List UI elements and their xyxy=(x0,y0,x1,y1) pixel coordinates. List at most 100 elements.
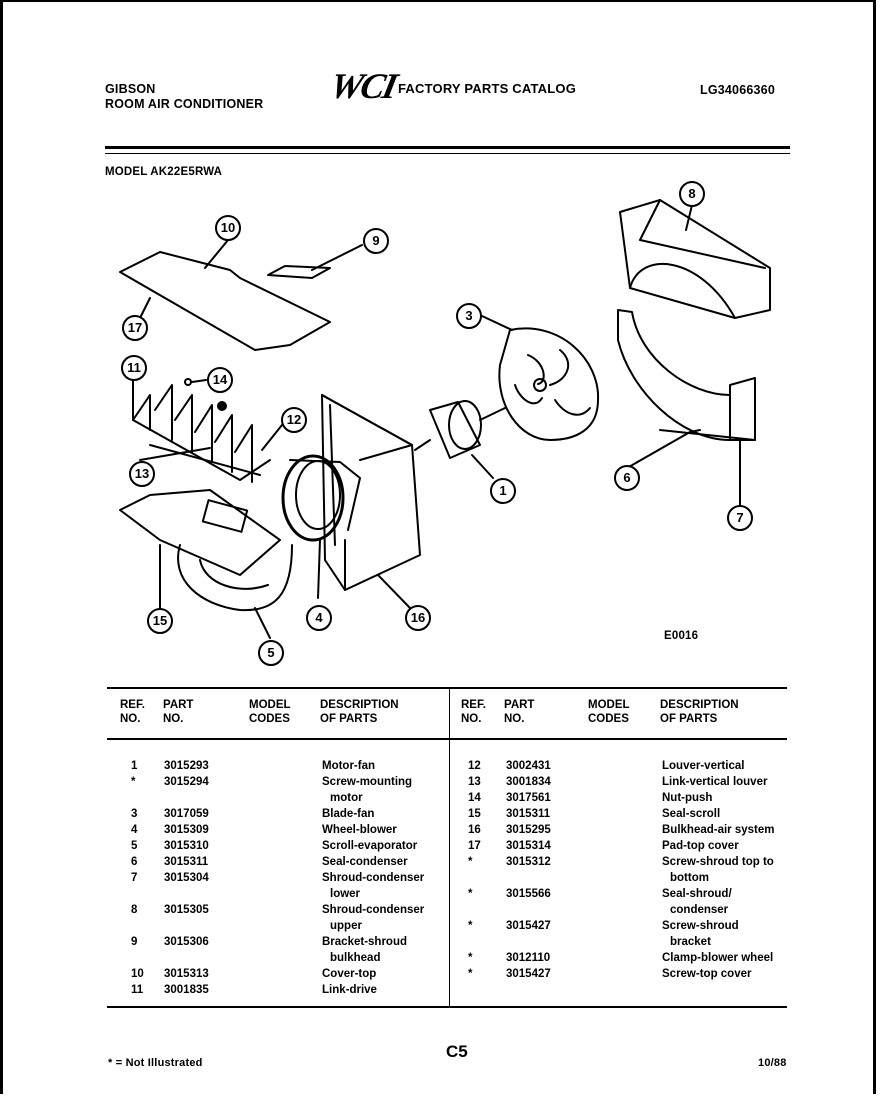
model-line: MODEL AK22E5RWA xyxy=(105,166,223,178)
leader-12 xyxy=(261,424,283,451)
part-description: bulkhead xyxy=(330,952,381,964)
part-description: Link-drive xyxy=(322,984,377,996)
part-no: 3015304 xyxy=(164,872,209,884)
ref-no: 11 xyxy=(131,984,144,996)
part-no: 3015305 xyxy=(164,904,209,916)
ref-no: * xyxy=(468,952,473,964)
part-no: 3017561 xyxy=(506,792,551,804)
part-description: motor xyxy=(330,792,363,804)
header-desc-1: DESCRIPTION xyxy=(660,699,739,711)
part-no: 3015566 xyxy=(506,888,551,900)
leader-10 xyxy=(204,239,229,269)
ref-no: 15 xyxy=(468,808,481,820)
ref-no: 3 xyxy=(131,808,138,820)
part-no: 3015293 xyxy=(164,760,209,772)
ref-no: 6 xyxy=(131,856,138,868)
header-model-2: CODES xyxy=(588,713,629,725)
table-row: lower xyxy=(0,886,360,902)
callout-6: 6 xyxy=(614,465,640,491)
table-row: motor xyxy=(0,790,363,806)
ref-no: 10 xyxy=(131,968,144,980)
table-row: 1 3015293 Motor-fan xyxy=(0,758,375,774)
part-fan-blade xyxy=(481,315,600,441)
ref-no: 12 xyxy=(468,760,481,772)
table-row: bottom xyxy=(0,870,709,886)
header-part-2: NO. xyxy=(163,713,184,725)
callout-14: 14 xyxy=(207,367,233,393)
part-no: 3017059 xyxy=(164,808,209,820)
part-no: 3015309 xyxy=(164,824,209,836)
callout-13: 13 xyxy=(129,461,155,487)
ref-no: 16 xyxy=(468,824,481,836)
ref-no: * xyxy=(468,856,473,868)
header-ref-1: REF. xyxy=(120,699,145,711)
part-no: 3015295 xyxy=(506,824,551,836)
part-no: 3012110 xyxy=(506,952,551,964)
ref-no: 5 xyxy=(131,840,138,852)
header-model-1: MODEL xyxy=(249,699,291,711)
callout-4: 4 xyxy=(306,605,332,631)
part-no: 3015427 xyxy=(506,968,551,980)
callout-10: 10 xyxy=(215,215,241,241)
revision-date: 10/88 xyxy=(758,1057,787,1069)
table-row: bulkhead xyxy=(0,950,380,966)
table-bottom-rule xyxy=(107,1006,787,1008)
part-description: Louver-vertical xyxy=(662,760,745,772)
leader-14 xyxy=(191,379,207,383)
callout-16: 16 xyxy=(405,605,431,631)
part-bulkhead xyxy=(321,394,421,609)
header-part-2: NO. xyxy=(504,713,525,725)
part-bracket-shroud xyxy=(267,244,363,279)
part-description: Shroud-condenser xyxy=(322,904,425,916)
table-row: condenser xyxy=(0,902,728,918)
ref-no: * xyxy=(468,888,473,900)
header-ref-2: NO. xyxy=(120,713,141,725)
part-description: Scroll-evaporator xyxy=(322,840,418,852)
ref-no: 9 xyxy=(131,936,138,948)
part-description: Seal-condenser xyxy=(322,856,408,868)
ref-no: 1 xyxy=(131,760,138,772)
table-row: upper xyxy=(0,918,362,934)
part-no: 3015311 xyxy=(506,808,551,820)
header-desc-2: OF PARTS xyxy=(320,713,378,725)
part-lower-shroud xyxy=(617,309,756,506)
part-push-nut xyxy=(184,378,192,386)
catalog-title: FACTORY PARTS CATALOG xyxy=(398,81,577,96)
callout-5: 5 xyxy=(258,640,284,666)
part-description: Bracket-shroud xyxy=(322,936,407,948)
callout-11: 11 xyxy=(121,355,147,381)
header-model-1: MODEL xyxy=(588,699,630,711)
brand-name: GIBSON xyxy=(105,82,156,96)
part-no: 3015314 xyxy=(506,840,551,852)
part-fan-motor xyxy=(414,400,506,479)
part-description: Screw-shroud top to xyxy=(662,856,774,868)
ref-no: * xyxy=(131,776,136,788)
part-description: Cover-top xyxy=(322,968,377,980)
part-description: Screw-shroud xyxy=(662,920,739,932)
part-louvers xyxy=(132,379,271,483)
part-top-pad xyxy=(119,251,331,351)
part-description: Motor-fan xyxy=(322,760,376,772)
callout-15: 15 xyxy=(147,608,173,634)
part-no: 3015311 xyxy=(164,856,209,868)
ref-no: * xyxy=(468,920,473,932)
exploded-parts-diagram xyxy=(119,199,771,639)
leader-5 xyxy=(254,607,271,639)
part-scroll-evaporator xyxy=(119,489,293,612)
header-part-1: PART xyxy=(504,699,535,711)
header-rule xyxy=(105,146,790,149)
ref-no: * xyxy=(468,968,473,980)
